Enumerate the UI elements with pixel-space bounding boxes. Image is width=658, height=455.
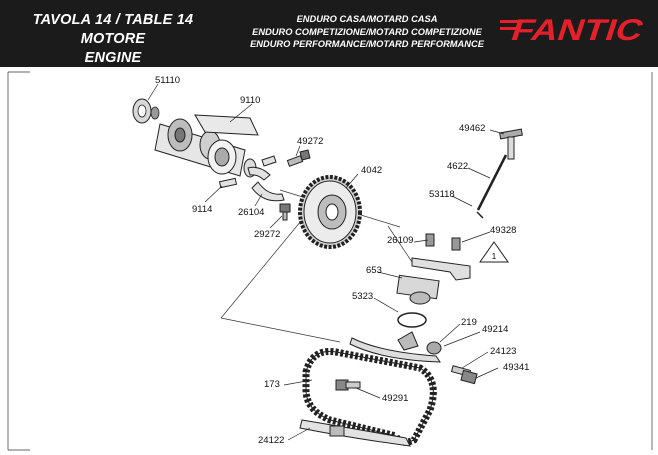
- chain-guide-part: [349, 331, 442, 363]
- decompressor-part: [218, 155, 285, 202]
- part-label: 9114: [192, 204, 212, 215]
- title-line: ENGINE: [84, 50, 142, 66]
- part-label: 9110: [240, 95, 260, 106]
- chain-tensioner-part: [396, 274, 440, 328]
- part-label: 49328: [490, 225, 516, 236]
- exploded-view-diagram: 1 51110 9110 49272 4042 9114 26104 29272…: [7, 71, 653, 451]
- part-label: 29272: [254, 229, 280, 240]
- part-label: 4042: [361, 165, 382, 176]
- camshaft-part: [154, 114, 259, 178]
- part-label: 4622: [447, 161, 468, 172]
- tensioner-bolt-part: [499, 128, 523, 160]
- part-label: 49462: [459, 123, 485, 134]
- model-list: ENDURO CASA/MOTARD CASA ENDURO COMPETIZI…: [232, 13, 502, 51]
- svg-text:FANTIC: FANTIC: [507, 13, 648, 47]
- part-label: 49272: [297, 136, 323, 147]
- bolt-part: [286, 149, 311, 167]
- lower-chain-guide-part: [299, 419, 411, 447]
- bracket-part: [411, 233, 471, 281]
- note-badge: 1: [479, 241, 509, 263]
- title-line: MOTORE: [80, 31, 146, 47]
- leader-lines: [147, 83, 505, 441]
- part-label: 24123: [490, 346, 516, 357]
- part-label: 5323: [352, 291, 373, 302]
- cam-sprocket-part: [298, 175, 362, 249]
- model-line: ENDURO COMPETIZIONE/MOTARD COMPETIZIONE: [252, 26, 482, 37]
- part-label: 49341: [503, 362, 529, 373]
- part-label: 49291: [382, 393, 408, 404]
- part-label: 653: [366, 265, 382, 276]
- part-label: 219: [461, 317, 477, 328]
- part-label: 26109: [387, 235, 413, 246]
- model-line: ENDURO CASA/MOTARD CASA: [296, 14, 438, 24]
- part-label: 173: [264, 379, 280, 390]
- fantic-logo: FANTIC: [500, 13, 648, 47]
- clip-part: [476, 211, 484, 219]
- guide-line-c: [387, 225, 413, 263]
- bolt-part: [450, 365, 478, 385]
- note-badge-text: 1: [492, 252, 497, 261]
- part-label: 24122: [258, 435, 284, 446]
- title-line: TAVOLA 14 / TABLE 14: [32, 12, 194, 28]
- bearing-part: [132, 98, 160, 124]
- part-labels: 51110 9110 49272 4042 9114 26104 29272 4…: [155, 75, 529, 446]
- model-line: ENDURO PERFORMANCE/MOTARD PERFORMANCE: [250, 39, 484, 49]
- header-bar: TAVOLA 14 / TABLE 14 MOTORE ENGINE ENDUR…: [0, 0, 658, 67]
- part-label: 49214: [482, 324, 508, 335]
- part-label: 26104: [238, 207, 264, 218]
- timing-chain-part: [302, 347, 437, 446]
- table-title: TAVOLA 14 / TABLE 14 MOTORE ENGINE: [8, 11, 218, 68]
- bolt-part: [335, 379, 361, 391]
- bolt-part: [279, 203, 291, 221]
- part-label: 53118: [429, 189, 455, 200]
- tensioner-rod-part: [476, 154, 508, 211]
- guide-line-b: [220, 317, 341, 343]
- part-label: 51110: [155, 75, 180, 86]
